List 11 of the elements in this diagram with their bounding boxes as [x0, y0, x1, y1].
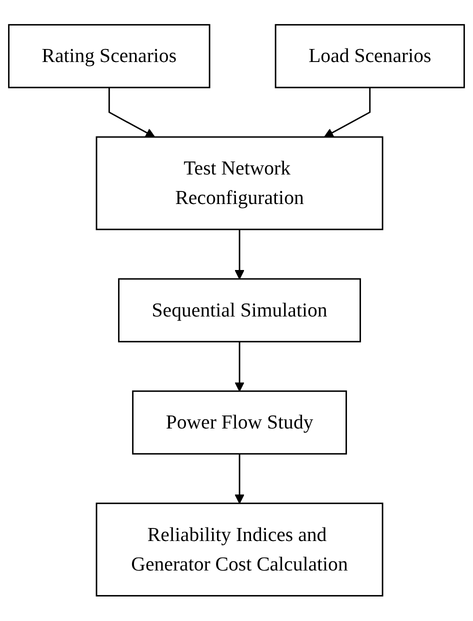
- node-box: Load Scenarios: [274, 24, 465, 88]
- node-box: Reliability Indices and Generator Cost Calculation: [96, 502, 384, 597]
- node-box: Rating Scenarios: [8, 24, 210, 88]
- arrow: [234, 342, 244, 392]
- arrow: [324, 88, 371, 138]
- arrow: [108, 88, 156, 138]
- arrow: [234, 454, 244, 504]
- node-box: Sequential Simulation: [118, 278, 361, 343]
- node-box: Test Network Reconfiguration: [96, 136, 384, 230]
- node-box: Power Flow Study: [132, 390, 347, 455]
- arrow: [234, 230, 244, 280]
